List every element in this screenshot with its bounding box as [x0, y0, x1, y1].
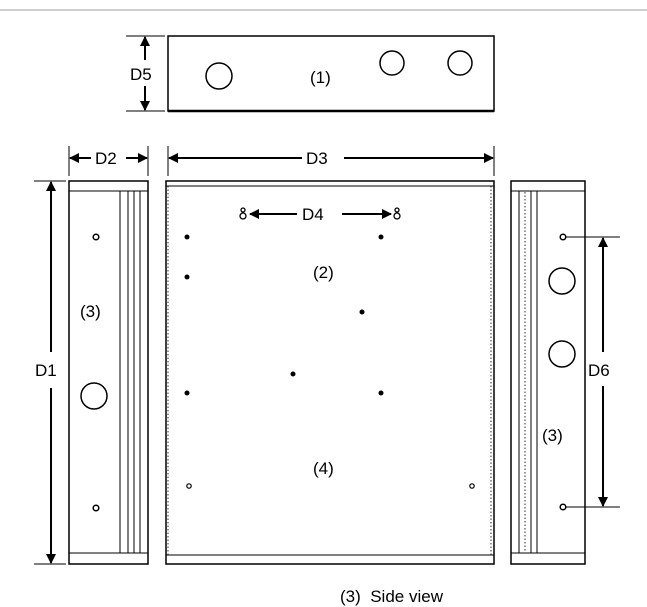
left-side-view: (3)	[68, 180, 149, 565]
dimension-label-d6: D6	[588, 361, 610, 380]
dimension-d2: D2	[68, 146, 149, 176]
mounting-hole	[378, 390, 384, 396]
part-label-side-left: (3)	[80, 302, 101, 321]
mounting-hole	[184, 274, 190, 280]
part-label-side-right: (3)	[542, 426, 563, 445]
mounting-hole	[184, 390, 190, 396]
back-view: (2) (4)	[165, 180, 495, 565]
mounting-hole	[469, 483, 475, 489]
mounting-hole	[290, 371, 296, 377]
top-view: (1)	[167, 35, 495, 113]
dimension-label-d4: D4	[302, 205, 324, 224]
left-side-rail	[127, 190, 135, 554]
mounting-hole	[559, 503, 567, 511]
knockout-hole	[205, 62, 233, 90]
mounting-hole	[92, 504, 100, 512]
mounting-hole	[359, 309, 365, 315]
left-side-outline	[68, 180, 149, 565]
legend-caption: (3) Side view	[340, 587, 443, 606]
dimension-d6: D6	[566, 236, 620, 508]
top-divider	[0, 9, 647, 11]
knockout-hole	[447, 50, 473, 76]
dimension-label-d5: D5	[130, 65, 152, 84]
dimension-d4: D4	[239, 205, 401, 224]
mounting-hole	[559, 233, 567, 241]
dimension-label-d3: D3	[306, 149, 328, 168]
right-side-rail	[518, 190, 526, 554]
part-label-back-lower: (4)	[313, 459, 334, 478]
knockout-hole	[80, 382, 108, 410]
mounting-hole	[92, 233, 100, 241]
dimension-label-d1: D1	[35, 361, 57, 380]
keyhole-slot-icon	[393, 207, 401, 220]
keyhole-slot-icon	[239, 207, 247, 220]
part-label-back: (2)	[313, 263, 334, 282]
dimension-d3: D3	[167, 146, 495, 176]
knockout-hole	[548, 340, 576, 368]
dimension-d1: D1	[34, 180, 66, 565]
mounting-hole	[378, 234, 384, 240]
top-view-outline	[167, 35, 495, 112]
mounting-hole	[186, 483, 192, 489]
knockout-hole	[548, 267, 576, 295]
back-view-outline	[165, 180, 495, 565]
dimension-d5: D5	[126, 35, 165, 112]
knockout-hole	[379, 50, 405, 76]
dimension-label-d2: D2	[95, 149, 117, 168]
mounting-hole	[184, 234, 190, 240]
right-side-view: (3)	[510, 180, 586, 565]
part-label-top: (1)	[310, 68, 331, 87]
